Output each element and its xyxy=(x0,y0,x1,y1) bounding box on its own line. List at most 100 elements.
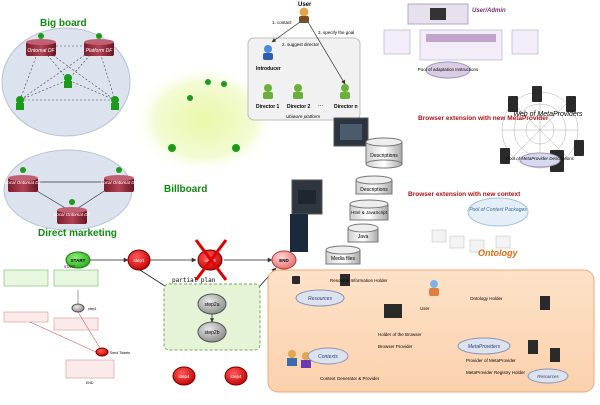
svg-text:END: END xyxy=(86,381,94,385)
wf-start-node: START xyxy=(65,251,91,269)
user-admin-label: User/Admin xyxy=(472,8,506,14)
director-2-icon xyxy=(294,84,302,92)
svg-text:step4: step4 xyxy=(230,374,242,379)
wf-step1-node: step1 xyxy=(127,249,151,271)
dm-db-2: Local Ontomat DF xyxy=(101,175,138,192)
svg-text:Resources: Resources xyxy=(308,296,332,302)
svg-text:Descriptions: Descriptions xyxy=(370,153,398,159)
wf-end-node: END xyxy=(271,250,297,270)
agent-icon xyxy=(64,81,72,88)
server-icon xyxy=(340,274,350,286)
ont-holder-browser: Holder of the Browser xyxy=(378,332,422,337)
svg-text:Resources: Resources xyxy=(537,374,559,379)
adapter-doc xyxy=(383,29,411,55)
wf-step2a-node: step2a xyxy=(197,293,227,315)
sub-plan-table xyxy=(53,317,99,331)
svg-text:step1: step1 xyxy=(88,307,97,311)
wf-step4b-node: step4 xyxy=(224,366,248,386)
ont-metaproviders-node: MetaProviders xyxy=(457,337,511,355)
ont-contexts-node: Contexts xyxy=(307,347,349,365)
stack-descriptions-db: Descriptions xyxy=(355,175,393,195)
wf-step3-node: step3 xyxy=(194,239,228,281)
svg-text:step2a: step2a xyxy=(204,302,219,308)
agent-icon xyxy=(96,33,102,39)
wf-step2b-node: step2b xyxy=(197,321,227,343)
agent-icon xyxy=(187,95,193,101)
ontology-user xyxy=(429,280,439,296)
step-contact-label: 1. contact xyxy=(272,20,292,25)
ontology-group: Ontology Resource Information Holder Res… xyxy=(267,248,595,393)
server-icon xyxy=(550,348,560,362)
agent-icon xyxy=(232,144,240,152)
agent-icon xyxy=(20,167,26,173)
stack-html-db: Html & JavaScript xyxy=(349,199,389,221)
step-goal-label: 3. specify the goal xyxy=(318,30,354,35)
dm-db-3: Local Ontomat DF xyxy=(54,207,91,224)
sub-end-node xyxy=(95,347,109,357)
ont-resource-info: Resource Information Holder xyxy=(330,278,388,283)
agent-icon xyxy=(205,79,211,85)
agent-icon xyxy=(38,33,44,39)
pool-adapters-label: Pool of adaptation Instructions xyxy=(418,67,479,72)
web-metaproviders-group: Web of MetaProviders Pool of MetaProvide… xyxy=(500,86,584,172)
monitor-icon xyxy=(384,304,402,318)
svg-text:Java: Java xyxy=(358,234,369,240)
svg-text:Platform DF: Platform DF xyxy=(86,48,114,54)
server-icon xyxy=(528,340,538,354)
agent-icon xyxy=(16,96,24,104)
server-icon xyxy=(500,148,510,164)
server-icon xyxy=(574,140,584,156)
big-board-title: Big board xyxy=(40,18,87,29)
svg-text:Ontomat DF: Ontomat DF xyxy=(27,48,55,54)
user-icon xyxy=(299,7,309,17)
direct-marketing-group: Local Ontomat DF Local Ontomat DF Local … xyxy=(3,149,138,239)
svg-text:Local Ontomat DF: Local Ontomat DF xyxy=(54,212,91,217)
adapter-doc xyxy=(511,29,539,55)
descriptions-db: Descriptions xyxy=(365,137,403,169)
svg-text:START: START xyxy=(71,258,86,263)
agent-icon xyxy=(111,103,119,110)
agent-icon xyxy=(16,103,24,110)
big-board-db-ontomat: Ontomat DF xyxy=(26,39,56,56)
agent-icon xyxy=(64,74,72,82)
ubiware-platform-label: Ubiware platform xyxy=(286,114,320,119)
svg-text:Descriptions: Descriptions xyxy=(360,187,388,193)
billboard-agents xyxy=(168,79,240,152)
ontology-people xyxy=(287,350,311,368)
stack-media-db: Media files xyxy=(325,245,361,265)
sub-plan-table xyxy=(3,311,49,323)
user-label: User xyxy=(298,2,312,8)
server-icon xyxy=(540,296,550,310)
svg-text:Send Tickets: Send Tickets xyxy=(110,351,130,355)
svg-text:Html & JavaScript: Html & JavaScript xyxy=(351,210,388,215)
big-board-db-platform: Platform DF xyxy=(84,39,114,56)
pool-meta-label: Pool of MetaProvider Descriptions xyxy=(506,156,575,161)
big-board-group: Big board Ontomat DF Platform DF xyxy=(1,18,131,137)
ontology-box xyxy=(267,269,595,393)
wf-step4a-node: step4 xyxy=(172,366,196,386)
dm-db-1: Local Ontomat DF xyxy=(5,175,42,192)
sub-plan-table xyxy=(65,359,115,379)
agent-icon xyxy=(168,144,176,152)
web-meta-label: Web of MetaProviders xyxy=(513,111,583,118)
pool-context-label: Pool of Context Packages xyxy=(469,207,527,213)
director-1-label: Director 1 xyxy=(256,104,280,110)
agent-icon xyxy=(116,167,122,173)
adapters-group: User/Admin Pool of adaptation Instructio… xyxy=(383,3,539,79)
cross-mark xyxy=(194,239,228,281)
director-n-icon xyxy=(341,84,349,92)
stack-server-icon xyxy=(290,214,308,252)
director-2-label: Director 2 xyxy=(287,104,311,110)
svg-text:step4: step4 xyxy=(178,374,190,379)
director-n-label: Director n xyxy=(334,104,358,110)
agent-icon xyxy=(111,96,119,104)
sub-plan-table xyxy=(3,269,49,287)
svg-text:step1: step1 xyxy=(133,258,145,263)
introducer-icon xyxy=(263,45,273,60)
ont-resources2-node: Resources xyxy=(527,368,569,384)
server-icon xyxy=(508,96,518,112)
context-group: Browser extension with new context Pool … xyxy=(408,191,529,253)
context-docs xyxy=(431,229,511,253)
